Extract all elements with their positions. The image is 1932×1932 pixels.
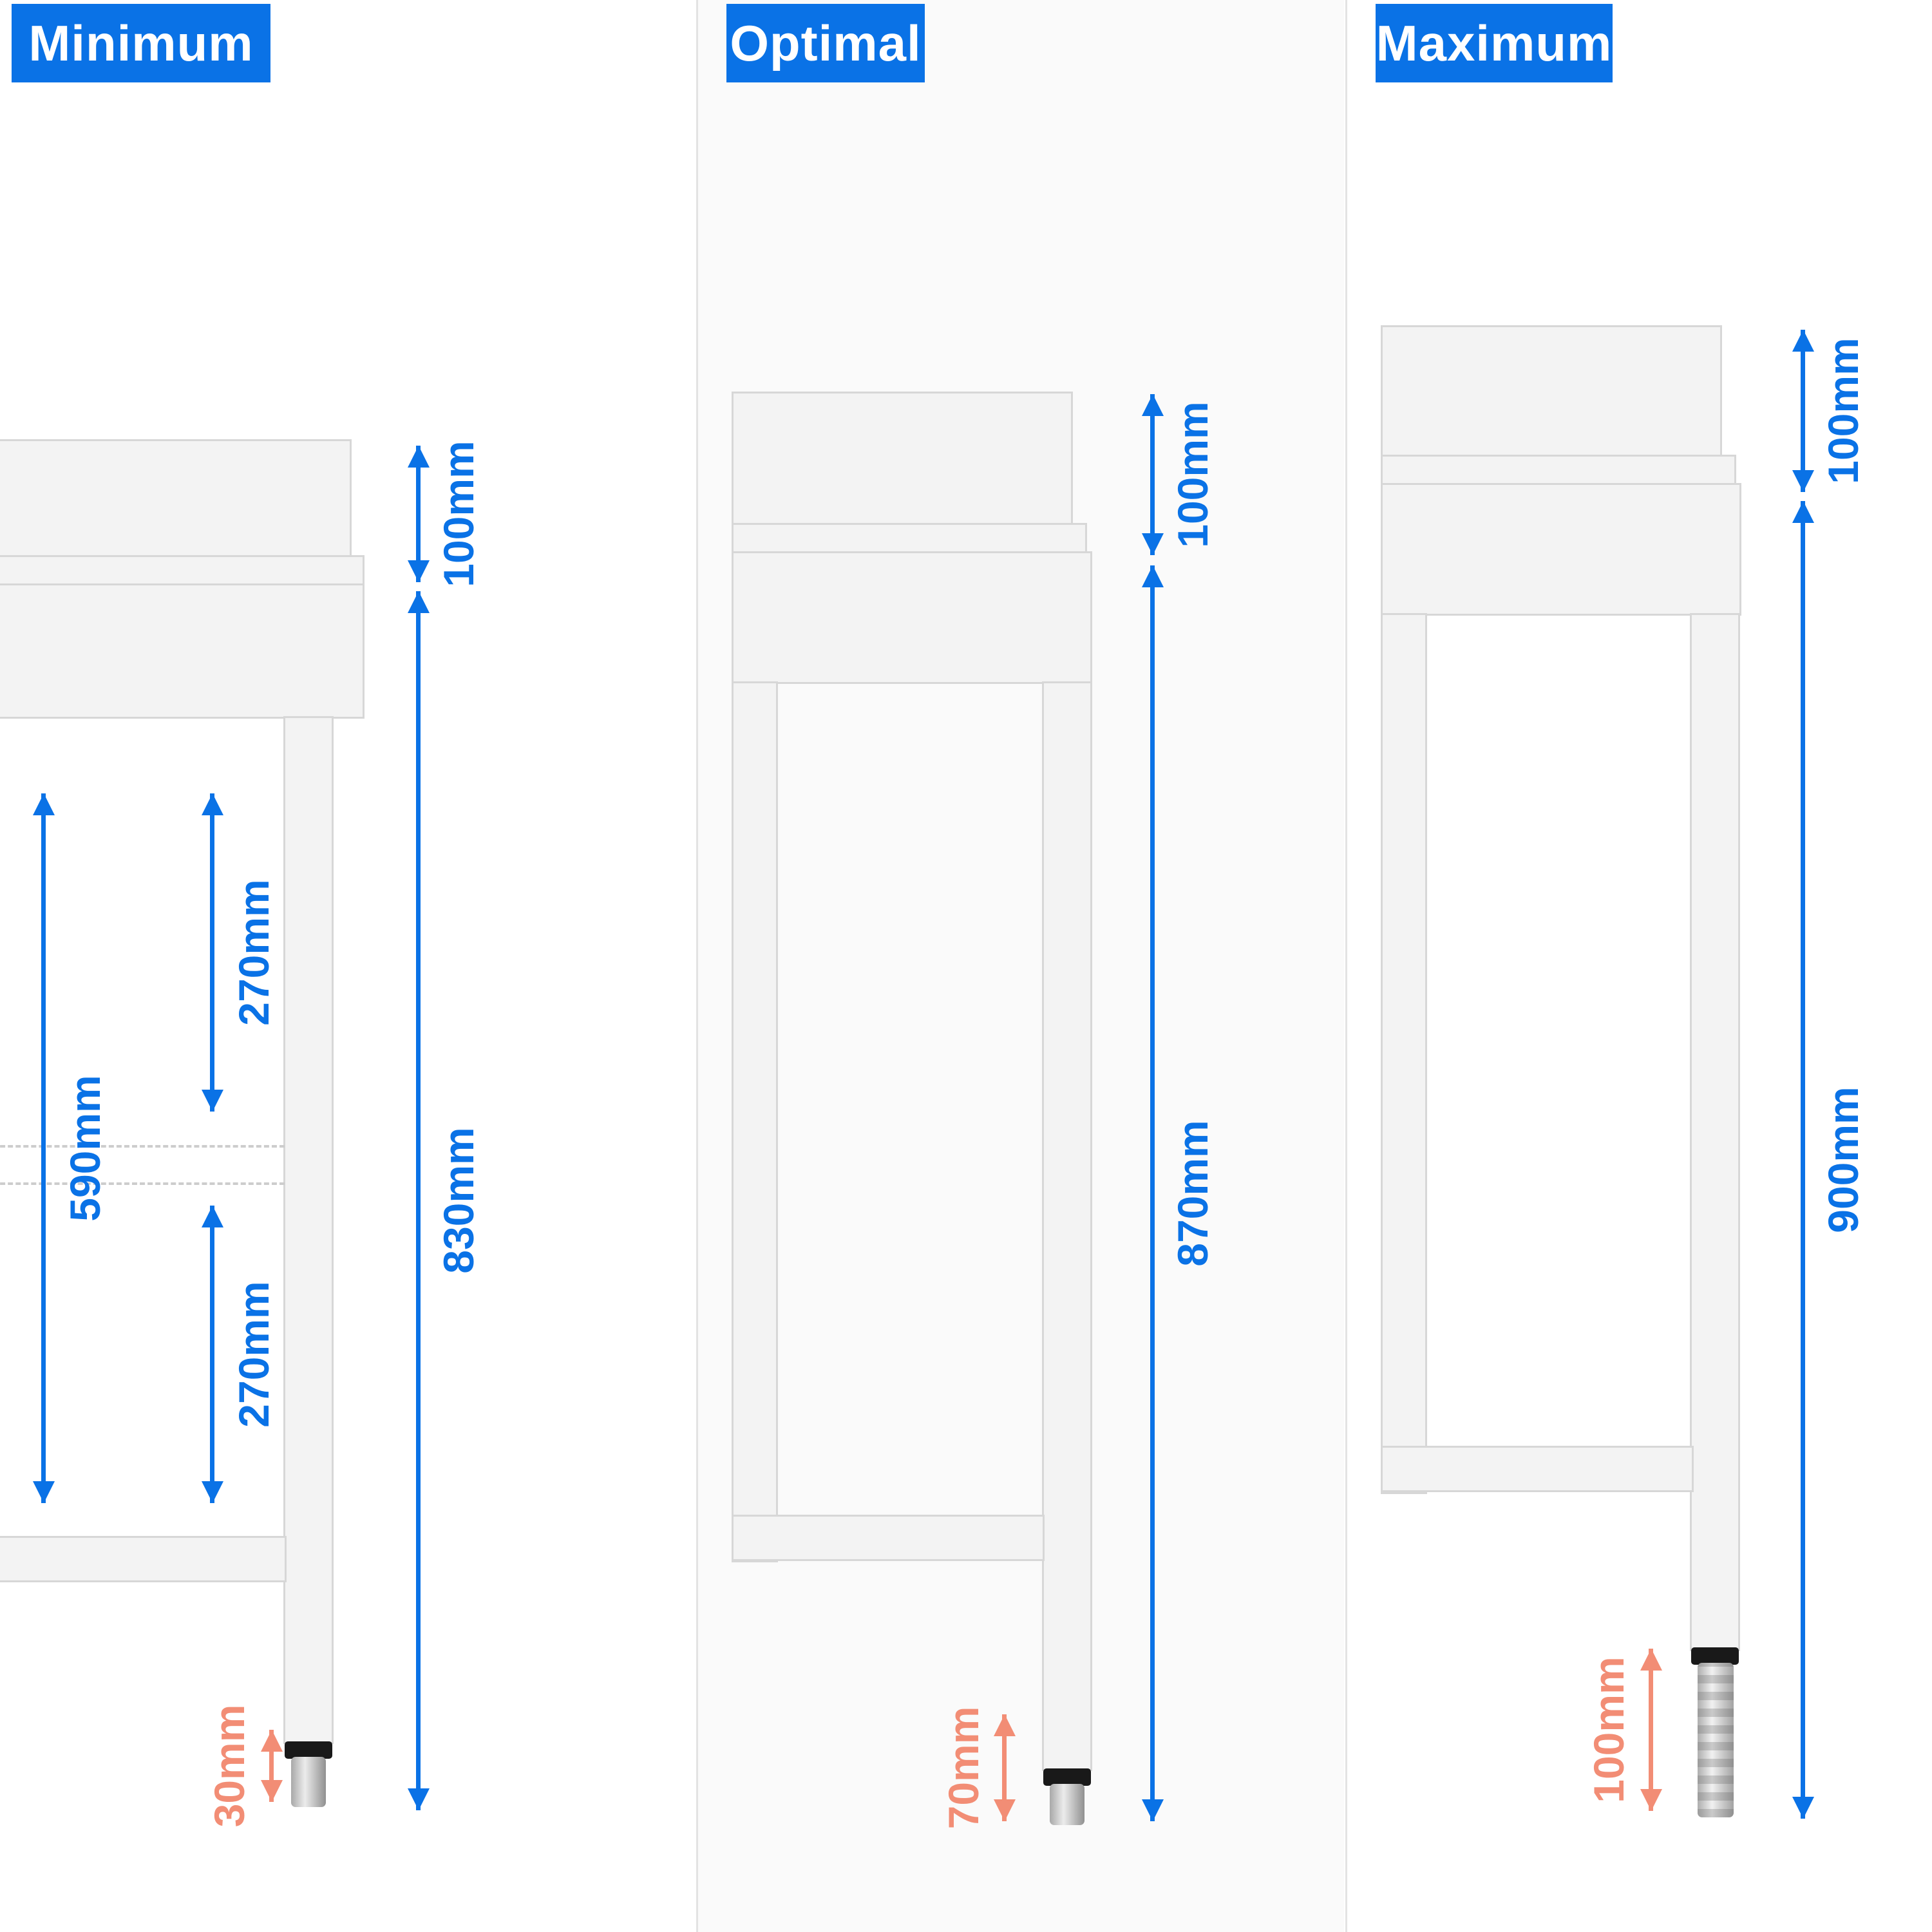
break-line [0, 1182, 285, 1185]
dimension-arrow-backsplash [1801, 330, 1805, 492]
backsplash-lip [0, 555, 365, 586]
backsplash [0, 439, 352, 569]
dimension-arrow-foot [269, 1730, 274, 1802]
dimension-label-upper-clearance: 270mm [230, 879, 278, 1026]
dimension-label-lower-clearance: 270mm [230, 1281, 278, 1428]
dimension-label-foot: 30mm [205, 1704, 253, 1828]
middle-column-background [698, 0, 1344, 1932]
under-shelf [0, 1536, 287, 1582]
dimension-label-total-height: 830mm [435, 1127, 482, 1274]
adjustable-foot [1050, 1784, 1084, 1825]
dimension-arrow-inner-height [41, 793, 46, 1503]
divider-line [696, 0, 698, 1932]
table-leg-left [732, 681, 778, 1562]
dimension-label-foot: 100mm [1585, 1656, 1633, 1803]
table-leg-left [1381, 613, 1427, 1494]
tabletop [1381, 483, 1741, 616]
panel-optimal-header: Optimal [726, 4, 925, 82]
dimension-label-inner-height: 590mm [61, 1075, 109, 1222]
tabletop [732, 551, 1092, 684]
table-leg [283, 716, 334, 1744]
backsplash-lip [1381, 455, 1736, 486]
table-leg-right [1690, 613, 1740, 1651]
backsplash [1381, 325, 1722, 460]
panel-maximum-header: Maximum [1376, 4, 1613, 82]
tabletop [0, 583, 365, 719]
divider-line [1345, 0, 1347, 1932]
dimension-arrow-total-height [1801, 501, 1805, 1819]
panel-minimum-header: Minimum [12, 4, 270, 82]
dimension-arrow-lower-clearance [210, 1206, 214, 1503]
adjustable-foot [291, 1757, 326, 1807]
dimension-arrow-foot [1002, 1714, 1007, 1821]
dimension-label-backsplash: 100mm [435, 440, 482, 587]
dimension-label-backsplash: 100mm [1169, 401, 1217, 548]
dimension-label-total-height: 870mm [1169, 1120, 1217, 1267]
dimension-arrow-backsplash [416, 446, 421, 582]
dimension-label-total-height: 900mm [1819, 1086, 1867, 1233]
dimension-label-foot: 70mm [940, 1706, 987, 1830]
dimension-arrow-upper-clearance [210, 793, 214, 1112]
adjustable-foot-cap [1691, 1647, 1739, 1665]
dimension-label-backsplash: 100mm [1819, 337, 1867, 484]
under-shelf [732, 1515, 1045, 1561]
adjustable-foot-cap [1043, 1768, 1091, 1786]
table-leg-right [1042, 681, 1092, 1771]
backsplash-lip [732, 523, 1087, 554]
dimension-arrow-foot [1649, 1649, 1653, 1811]
backsplash [732, 392, 1073, 527]
dimension-arrow-total-height [416, 591, 421, 1810]
break-line [0, 1145, 285, 1148]
adjustable-foot-cap [285, 1741, 332, 1759]
dimension-arrow-backsplash [1150, 394, 1155, 555]
dimension-arrow-total-height [1150, 565, 1155, 1821]
under-shelf [1381, 1446, 1694, 1492]
adjustable-foot [1698, 1663, 1734, 1817]
